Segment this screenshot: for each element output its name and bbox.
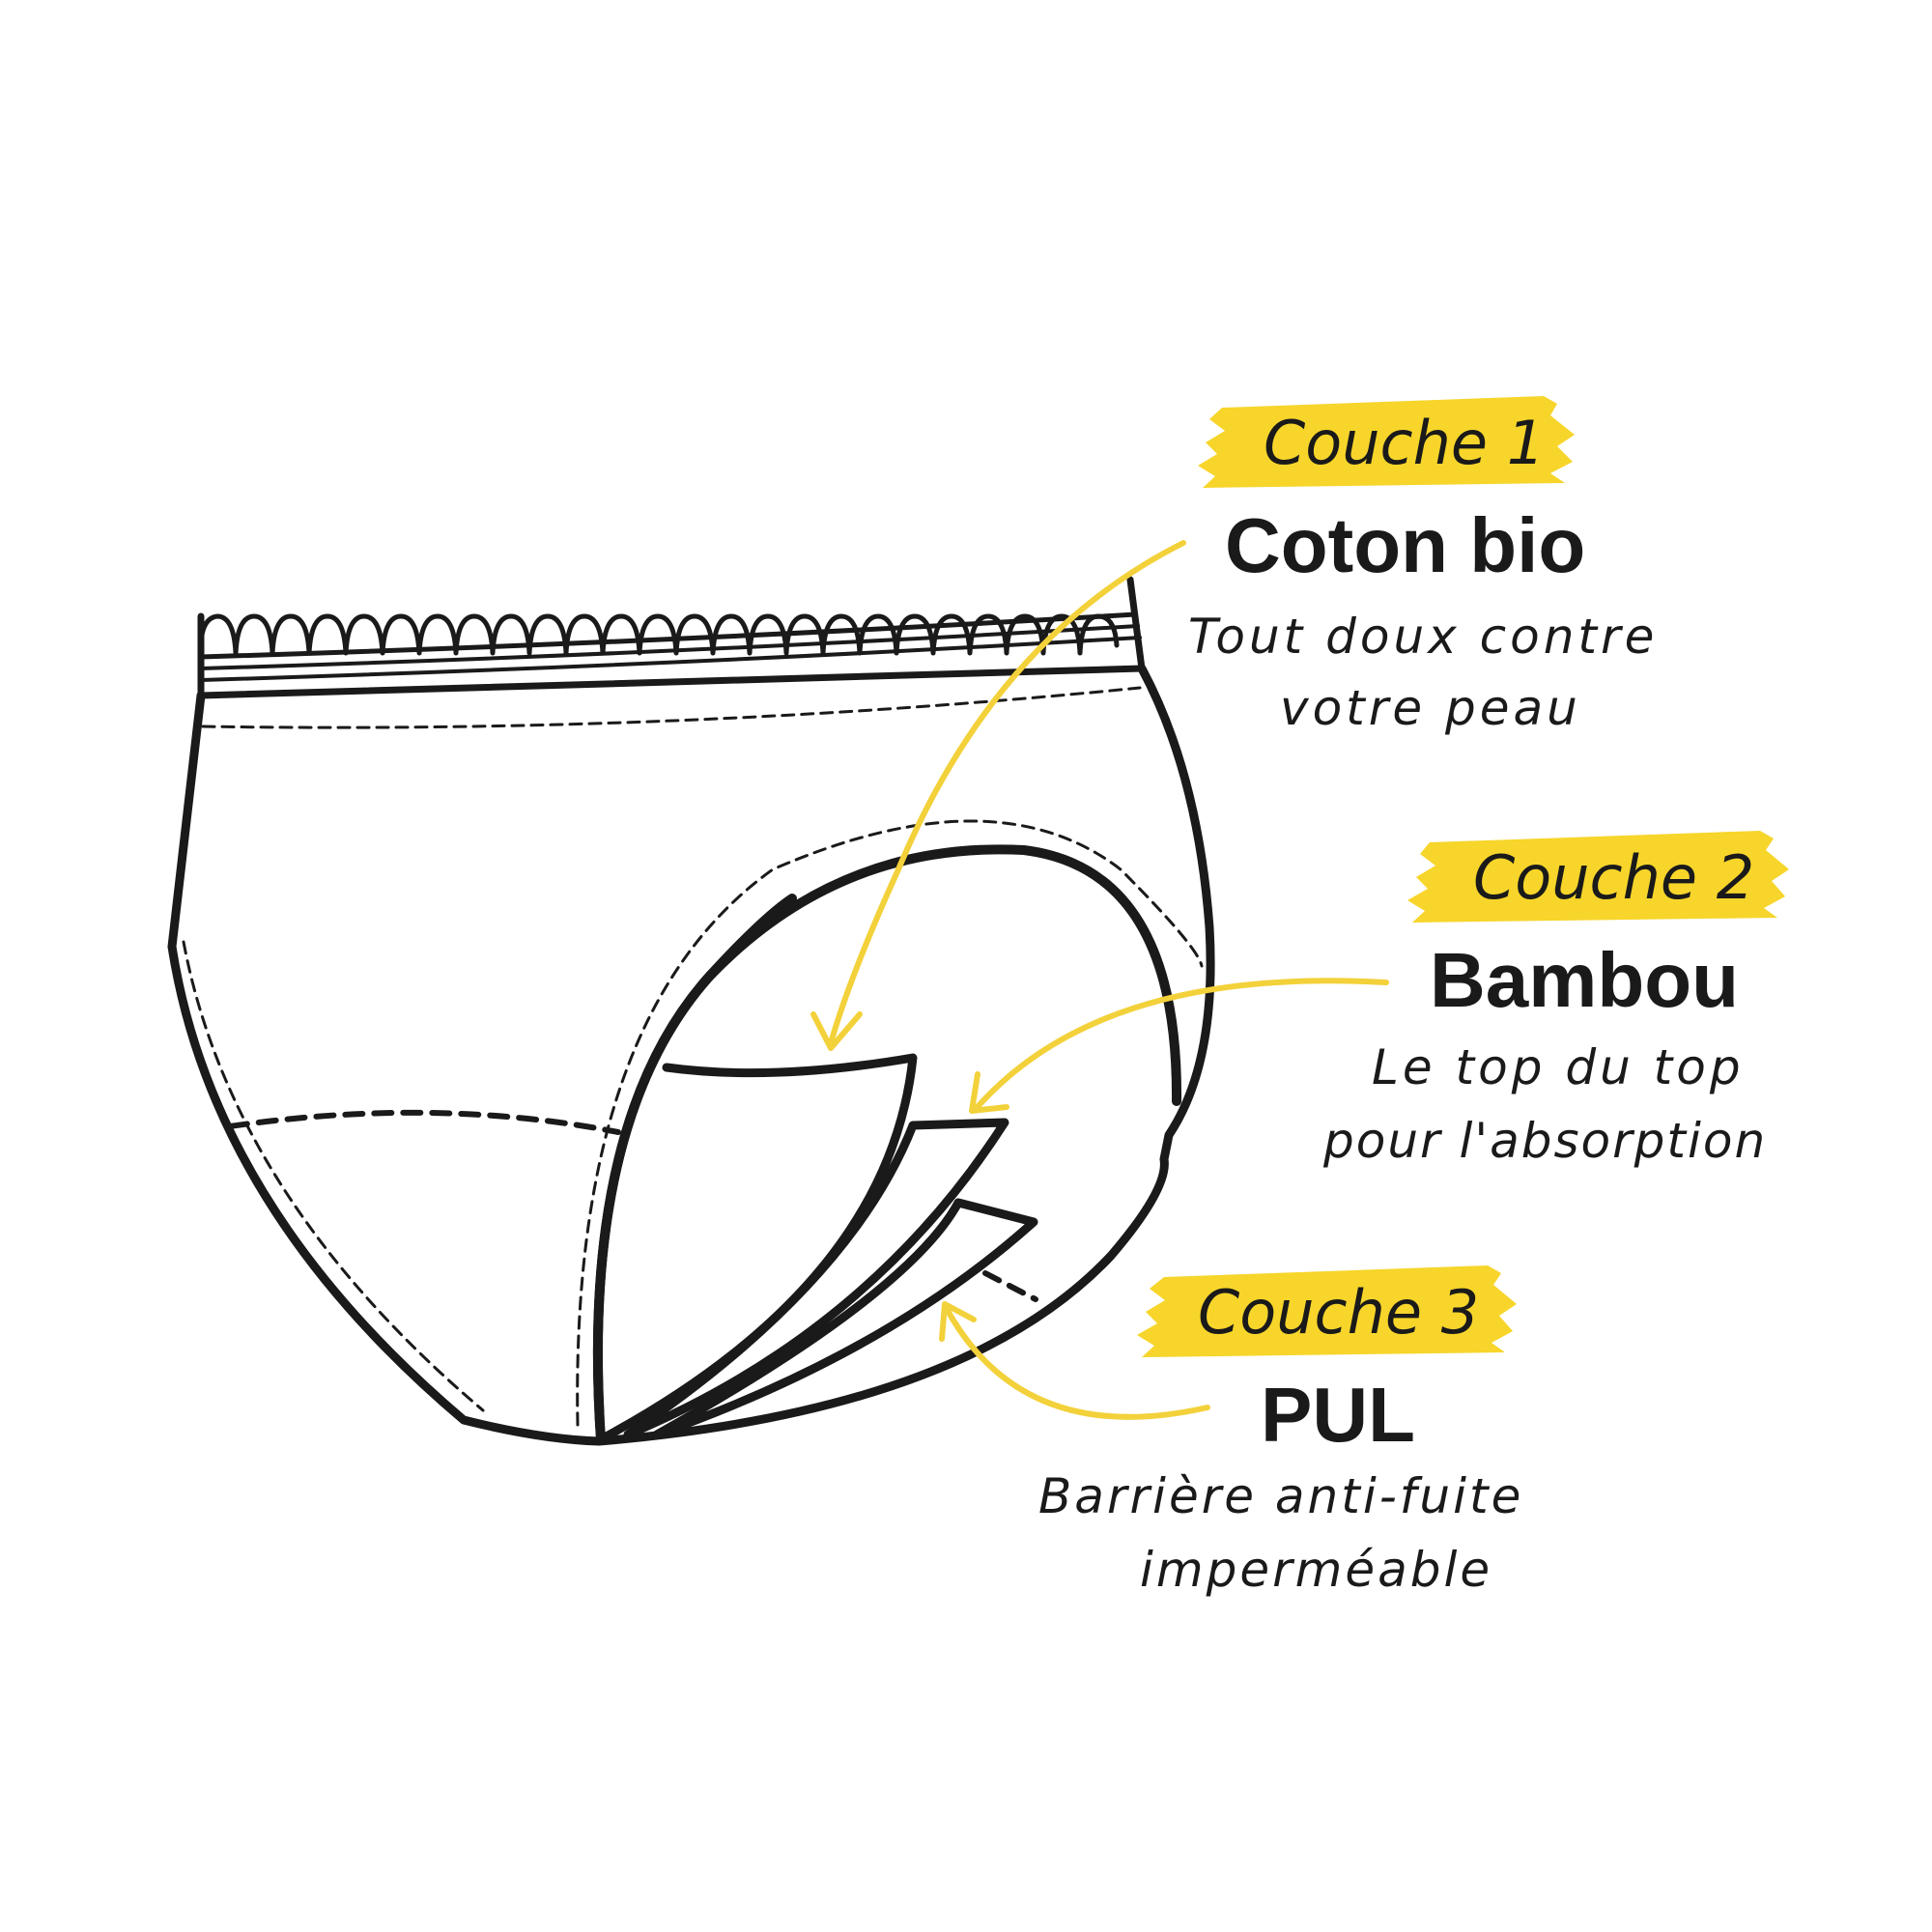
waistband-line-1 [198, 611, 1138, 660]
layer-1-description-line-2: votre peau [1280, 680, 1581, 736]
waistband-line-2 [199, 624, 1140, 670]
leg-seam-dashed [227, 1109, 621, 1135]
layer-3-title: PUL [1261, 1372, 1415, 1458]
layer-1-callout: Couche 1 Coton bio Tout doux contre votr… [1188, 396, 1658, 736]
highlight-brush-3 [1137, 1265, 1517, 1357]
layer-3-badge: Couche 3 [1198, 1277, 1479, 1348]
left-side-stitching [182, 940, 485, 1412]
panty-illustration [167, 576, 1215, 1446]
arrow-couche-3 [944, 1306, 1210, 1420]
gusset-opening-front [592, 894, 797, 1444]
layer-3-sheet [652, 1198, 1038, 1439]
highlight-brush-2 [1407, 831, 1789, 923]
layer-1-description-line-1: Tout doux contre [1188, 609, 1658, 665]
arrow-couche-2-head [969, 1071, 1009, 1114]
layer-2-badge: Couche 2 [1473, 842, 1754, 913]
waistband-line-4 [197, 665, 1146, 699]
layer-2-sheet [623, 1118, 1009, 1439]
arrow-couche-3-head [939, 1301, 977, 1342]
waistband-right-edge [1126, 576, 1146, 672]
callout-arrows [810, 540, 1389, 1420]
garment-outline [167, 664, 1215, 1446]
layer-2-description-line-1: Le top du top [1372, 1039, 1745, 1095]
layer-3-description-line-2: imperméable [1140, 1542, 1492, 1598]
layer-2-callout: Couche 2 Bambou Le top du top pour l'abs… [1322, 831, 1789, 1169]
arrow-couche-1-head [810, 1011, 863, 1051]
layer-3-description-line-1: Barrière anti-fuite [1038, 1468, 1523, 1524]
waistband-line-3 [199, 636, 1142, 682]
arrow-couche-1 [828, 540, 1186, 1046]
layer-2-description-line-2: pour l'absorption [1322, 1113, 1767, 1169]
gusset-stitching [576, 819, 1204, 1427]
layer-2-title: Bambou [1430, 937, 1739, 1023]
arrow-couche-2 [973, 978, 1389, 1112]
layer-3-callout: Couche 3 PUL Barrière anti-fuite impermé… [1038, 1265, 1523, 1598]
waist-stitching [201, 686, 1142, 729]
layer-1-title: Coton bio [1225, 502, 1585, 588]
layer-3-dash [982, 1270, 1038, 1302]
layer-1-badge: Couche 1 [1264, 408, 1545, 478]
highlight-brush-1 [1198, 396, 1575, 488]
